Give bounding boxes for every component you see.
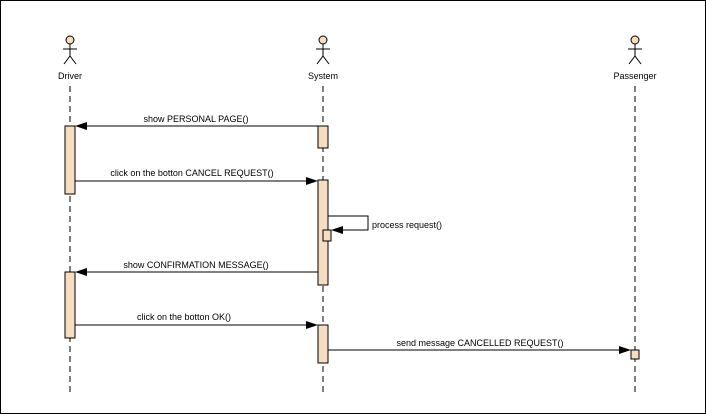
message-label: show CONFIRMATION MESSAGE() — [123, 260, 268, 270]
arrowhead — [75, 268, 87, 276]
actor-passenger-label: Passenger — [613, 71, 656, 81]
message-send-cancelled-request: send message CANCELLED REQUEST() — [328, 338, 631, 354]
arrowhead — [75, 122, 87, 130]
message-label: show PERSONAL PAGE() — [143, 114, 248, 124]
message-label: click on the botton CANCEL REQUEST() — [110, 168, 273, 178]
message-process-request: process request() — [328, 215, 442, 234]
arrowhead — [306, 177, 318, 185]
message-label: click on the botton OK() — [137, 312, 231, 322]
activation-passenger-1 — [630, 349, 640, 360]
activation-driver-2 — [64, 271, 76, 339]
activation-system-3 — [317, 324, 329, 364]
actor-system-label: System — [308, 71, 338, 81]
message-show-confirmation: show CONFIRMATION MESSAGE() — [75, 260, 318, 276]
actor-passenger-head — [630, 35, 640, 45]
arrowhead — [331, 226, 343, 234]
message-label: process request() — [372, 220, 442, 230]
message-click-ok: click on the botton OK() — [75, 312, 318, 329]
message-show-personal-page: show PERSONAL PAGE() — [75, 114, 318, 130]
arrowhead — [306, 321, 318, 329]
actor-driver: Driver — [58, 35, 82, 81]
message-click-cancel-request: click on the botton CANCEL REQUEST() — [75, 168, 318, 185]
activation-driver-1 — [64, 125, 76, 195]
activation-system-self — [322, 229, 332, 242]
actor-driver-label: Driver — [58, 71, 82, 81]
actor-driver-head — [65, 35, 75, 45]
arrowhead — [619, 346, 631, 354]
message-label: send message CANCELLED REQUEST() — [396, 338, 563, 348]
actor-system: System — [308, 35, 338, 81]
actor-system-head — [318, 35, 328, 45]
actor-passenger: Passenger — [613, 35, 657, 81]
activation-system-1 — [317, 125, 329, 149]
